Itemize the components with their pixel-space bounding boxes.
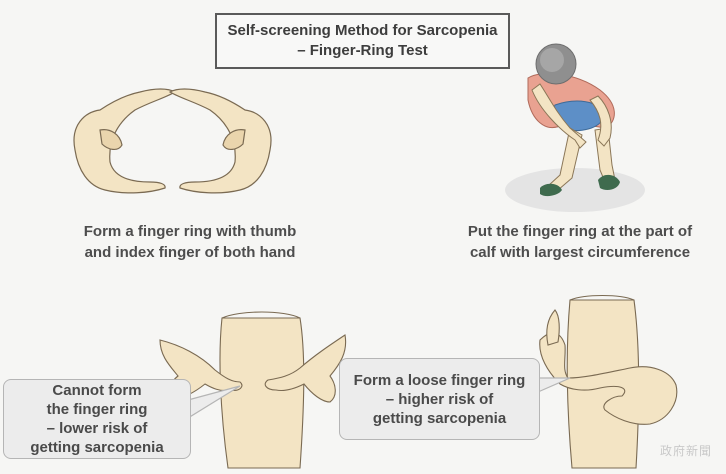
callout-lower-risk-line-1: Cannot form [52,382,142,399]
callout-higher-risk-line-3: getting sarcopenia [372,409,507,427]
step2-caption: Put the finger ring at the part of calf … [440,221,720,263]
crouching-person-illustration [505,43,645,212]
step1-caption: Form a finger ring with thumb and index … [40,221,340,263]
calf-ring-loose-illustration [539,295,678,469]
callout-higher-risk-line-2: – higher risk of [385,390,494,408]
finger-ring-hands-illustration [73,88,272,194]
title-box: Self-screening Method for Sarcopenia – F… [215,13,510,69]
title-line-2: – Finger-Ring Test [297,42,428,59]
step1-caption-line-1: Form a finger ring with thumb [83,223,297,240]
callout-lower-risk-line-4: getting sarcopenia [30,439,164,456]
callout-higher-risk: Form a loose finger ring – higher risk o… [339,358,540,440]
callout-higher-risk-line-1: Form a loose finger ring [353,371,526,389]
title-line-1: Self-screening Method for Sarcopenia [227,22,498,39]
step2-caption-line-1: Put the finger ring at the part of [467,223,693,240]
callout-lower-risk-line-2: the finger ring [46,401,148,418]
step1-caption-line-2: and index finger of both hand [84,244,296,261]
step2-caption-line-2: calf with largest circumference [469,244,691,261]
calf-ring-not-closed-illustration [159,311,347,469]
callout-lower-risk-line-3: – lower risk of [46,420,148,437]
watermark: 政府新聞 [660,444,713,458]
callout-lower-risk: Cannot form the finger ring – lower risk… [3,379,191,459]
